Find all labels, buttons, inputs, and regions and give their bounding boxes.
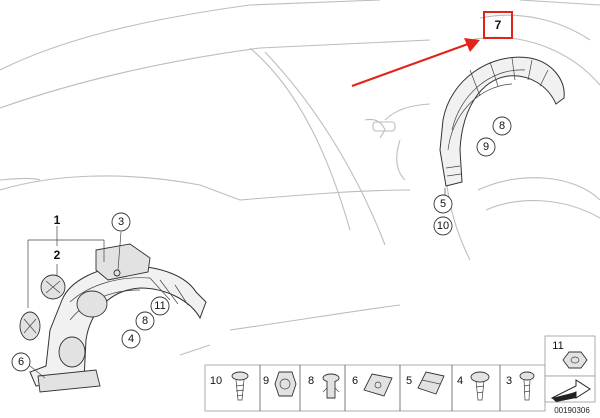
callout-1: 1 [54, 213, 61, 227]
clip-8-icon [322, 373, 340, 399]
strip-label-9: 9 [263, 375, 269, 387]
callout-11: 11 [154, 300, 165, 312]
strip-label-3: 3 [506, 375, 512, 387]
callout-r8: 8 [499, 120, 505, 132]
callout-r10: 10 [437, 220, 449, 232]
arrow-right-icon [550, 379, 591, 402]
strip-label-8: 8 [308, 375, 314, 387]
callout-3: 3 [118, 216, 124, 228]
parts-strip: 10 9 8 6 5 4 3 [204, 335, 596, 412]
rear-wheel-arch-liner [439, 56, 565, 187]
screw-10-icon [231, 371, 249, 401]
left-callouts: 1 2 3 11 8 4 6 [11, 212, 170, 372]
callout-r8-circle [492, 116, 512, 136]
callout-8-circle [135, 311, 155, 331]
highlight-box-7 [483, 11, 513, 39]
callout-4-circle [121, 329, 141, 349]
callout-4: 4 [128, 333, 134, 345]
callout-r5: 5 [440, 198, 446, 210]
clip-nut-5-icon [417, 371, 445, 395]
doc-id: 00190306 [554, 406, 590, 415]
callout-8: 8 [142, 315, 148, 327]
strip-label-10: 10 [210, 375, 222, 387]
nut-9-icon [274, 371, 297, 397]
callout-r5-circle [433, 194, 453, 214]
callout-3-circle [111, 212, 131, 232]
callout-r9: 9 [483, 141, 489, 153]
callout-6: 6 [18, 356, 24, 368]
strip-label-4: 4 [457, 375, 463, 387]
callout-11-circle [150, 296, 170, 316]
leader-lines [24, 188, 446, 379]
speed-nut-6-icon [363, 373, 393, 397]
screw-4-icon [470, 371, 490, 401]
callout-r10-circle [433, 216, 453, 236]
callout-7: 7 [495, 18, 502, 32]
grommet-11-icon [562, 351, 588, 369]
callout-r9-circle [476, 137, 496, 157]
red-arrow [351, 38, 480, 88]
strip-label-11: 11 [552, 340, 563, 352]
callout-2: 2 [54, 248, 61, 262]
strip-label-6: 6 [352, 375, 358, 387]
front-wheel-arch-liner [19, 243, 207, 393]
strip-label-5: 5 [406, 375, 412, 387]
screw-3-icon [519, 371, 535, 401]
right-callouts: 7 8 9 5 10 [433, 11, 513, 236]
callout-6-circle [11, 352, 31, 372]
